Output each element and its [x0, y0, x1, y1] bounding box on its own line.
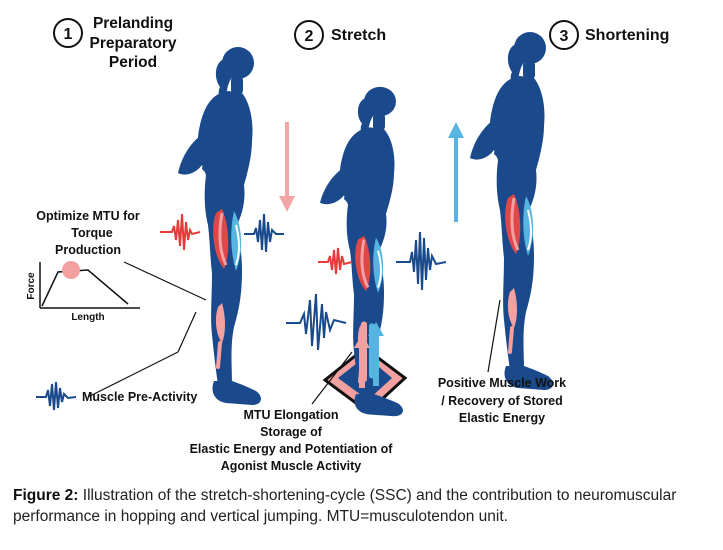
annotation-optimize: Optimize MTU for Torque Production: [36, 209, 140, 257]
phase-2-header: 2 Stretch: [294, 20, 386, 50]
svg-text:Storage of: Storage of: [260, 425, 323, 439]
inset-ylabel: Force: [26, 272, 37, 300]
figure-prelanding: [178, 47, 261, 405]
svg-text:MTU Elongation: MTU Elongation: [243, 408, 338, 422]
phase-3-header: 3 Shortening: [549, 20, 669, 50]
figure-caption: Figure 2: Illustration of the stretch-sh…: [13, 485, 713, 527]
phase-1-title-line1: Prelanding: [93, 15, 173, 32]
annotation-elongation: MTU Elongation Storage of Elastic Energy…: [190, 408, 394, 473]
emg-signal-red-phase2: [318, 247, 353, 275]
emg-signal-blue-phase2-upper: [396, 231, 447, 291]
svg-text:Torque: Torque: [71, 226, 112, 240]
force-length-inset: Force Length: [26, 261, 140, 323]
figure-shortening: [470, 32, 553, 390]
force-length-curve: [41, 269, 129, 307]
svg-text:Positive Muscle Work: Positive Muscle Work: [438, 376, 566, 390]
annotation-pre-activity: Muscle Pre-Activity: [82, 390, 197, 404]
phase-1-title-line2: Preparatory: [89, 35, 176, 52]
svg-text:Agonist Muscle Activity: Agonist Muscle Activity: [221, 459, 362, 473]
emg-signal-blue-phase1: [244, 213, 284, 253]
up-arrow: [448, 122, 464, 222]
svg-text:Production: Production: [55, 243, 121, 257]
svg-text:/ Recovery of Stored: / Recovery of Stored: [441, 394, 563, 408]
annotation-positive-work: Positive Muscle Work / Recovery of Store…: [438, 376, 566, 425]
emg-signal-blue-phase2-lower: [286, 293, 347, 351]
callout-lines: [87, 261, 501, 405]
phase-3-title: Shortening: [585, 27, 669, 44]
svg-text:Elastic Energy and Potentiatio: Elastic Energy and Potentiation of: [190, 442, 394, 456]
caption-label: Figure 2:: [13, 487, 79, 504]
phase-2-number: 2: [305, 28, 314, 45]
svg-text:Optimize MTU for: Optimize MTU for: [36, 209, 140, 223]
caption-text: Illustration of the stretch-shortening-c…: [13, 487, 677, 525]
phase-1-title-line3: Period: [109, 54, 157, 71]
inset-xlabel: Length: [71, 312, 104, 323]
phase-2-title: Stretch: [331, 27, 386, 44]
phase-3-number: 3: [560, 28, 569, 45]
phase-1-header: 1 Prelanding Preparatory Period: [53, 15, 177, 71]
optimal-point-marker: [62, 261, 80, 279]
emg-signal-red-phase1: [160, 213, 201, 251]
down-arrow: [279, 122, 295, 212]
emg-legend-icon: [36, 381, 77, 411]
phase-1-number: 1: [64, 26, 73, 43]
svg-text:Elastic Energy: Elastic Energy: [459, 411, 545, 425]
stretch-tendon-arrows: [354, 322, 384, 388]
